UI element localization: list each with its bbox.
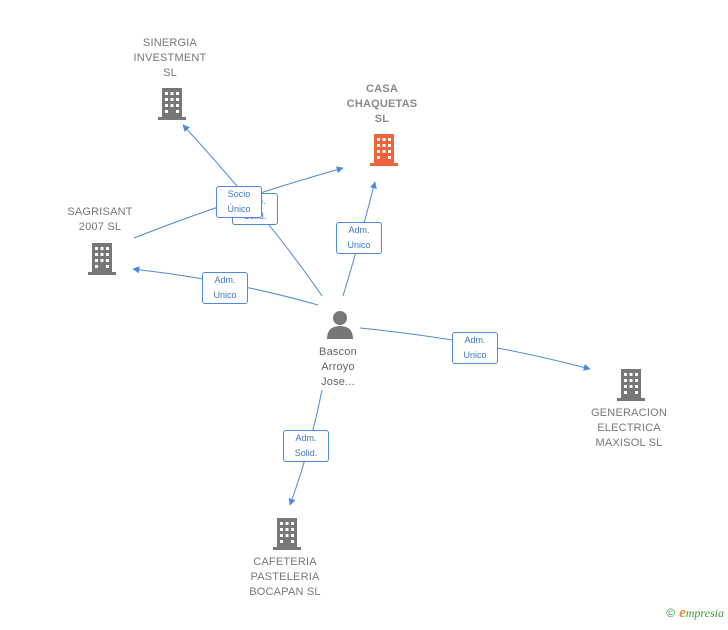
relation-badge-adm-unico-casa[interactable]: Adm. Unico	[336, 222, 382, 254]
person-icon	[327, 311, 353, 339]
company-label: CAFETERIA PASTELERIA BOCAPAN SL	[249, 556, 321, 598]
copyright-symbol: ©	[666, 606, 676, 620]
person-label: Bascon Arroyo Jose...	[319, 346, 357, 388]
company-label: CASA CHAQUETAS SL	[346, 83, 418, 125]
company-label: GENERACION ELECTRICA MAXISOL SL	[591, 407, 667, 449]
brand-initial: e	[679, 605, 686, 621]
building-icon	[88, 243, 116, 275]
empresia-watermark: ©empresia	[666, 605, 724, 622]
relation-badge-socio-unico[interactable]: Socio Único	[216, 186, 262, 218]
relation-badge-adm-unico-generacion[interactable]: Adm. Unico	[452, 332, 498, 364]
building-icon	[273, 518, 301, 550]
relation-badge-adm-unico-sagrisant[interactable]: Adm. Unico	[202, 272, 248, 304]
building-icon	[370, 134, 398, 166]
building-icon	[617, 369, 645, 401]
relation-badge-adm-solid-cafeteria[interactable]: Adm. Solid.	[283, 430, 329, 462]
company-label: SINERGIA INVESTMENT SL	[133, 37, 207, 79]
brand-name: mpresia	[685, 606, 724, 620]
company-label: SAGRISANT 2007 SL	[67, 206, 133, 233]
building-icon	[158, 88, 186, 120]
